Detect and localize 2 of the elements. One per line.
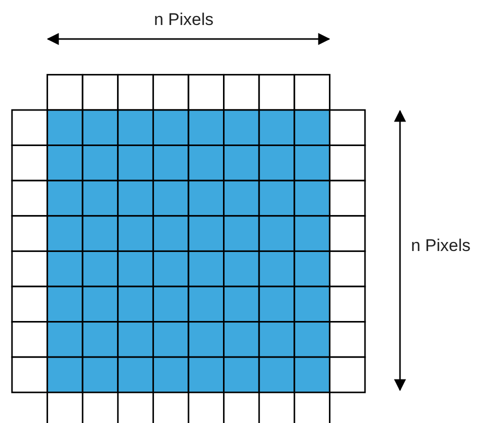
dimension-label: n Pixels: [411, 236, 471, 256]
dimension-label: n Pixels: [154, 10, 214, 30]
